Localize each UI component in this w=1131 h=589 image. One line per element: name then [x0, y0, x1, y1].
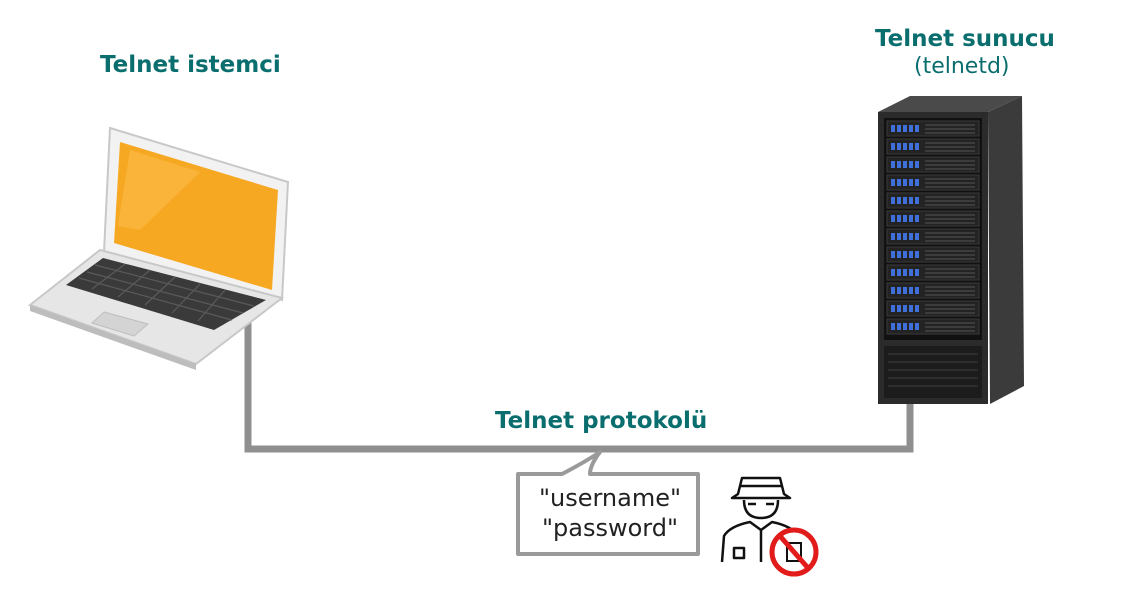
- rack-led: [915, 143, 919, 150]
- rack-led: [903, 179, 907, 186]
- rack-led: [897, 323, 901, 330]
- rack-led: [903, 323, 907, 330]
- rack-led: [897, 287, 901, 294]
- credentials-speech-bubble: [516, 450, 700, 556]
- rack-led: [891, 215, 895, 222]
- rack-led: [915, 197, 919, 204]
- server-daemon-label: (telnetd): [914, 54, 1010, 79]
- rack-led: [897, 143, 901, 150]
- rack-led: [903, 161, 907, 168]
- rack-led: [903, 305, 907, 312]
- username-text: "username": [538, 484, 682, 512]
- rack-led: [915, 323, 919, 330]
- rack-led: [897, 125, 901, 132]
- password-text: "password": [541, 514, 679, 542]
- rack-led: [915, 269, 919, 276]
- rack-led: [909, 215, 913, 222]
- rack-led: [915, 233, 919, 240]
- client-label: Telnet istemci: [100, 52, 281, 78]
- server-label: Telnet sunucu: [875, 26, 1055, 52]
- rack-led: [891, 269, 895, 276]
- rack-led: [891, 305, 895, 312]
- rack-led: [915, 179, 919, 186]
- credentials-text: "username" "password": [520, 483, 700, 543]
- rack-led: [891, 179, 895, 186]
- rack-led: [891, 143, 895, 150]
- rack-led: [891, 125, 895, 132]
- rack-led: [897, 251, 901, 258]
- rack-led: [891, 287, 895, 294]
- rack-led: [909, 323, 913, 330]
- rack-led: [903, 233, 907, 240]
- rack-led: [909, 125, 913, 132]
- rack-led: [897, 161, 901, 168]
- rack-led: [909, 251, 913, 258]
- laptop-icon: [27, 126, 290, 370]
- server-rack-icon: [878, 96, 1024, 404]
- rack-led: [903, 251, 907, 258]
- rack-led: [915, 305, 919, 312]
- rack-led: [909, 287, 913, 294]
- rack-led: [903, 143, 907, 150]
- rack-led: [897, 179, 901, 186]
- forbidden-icon: [769, 527, 819, 577]
- rack-led: [903, 125, 907, 132]
- rack-led: [897, 215, 901, 222]
- rack-led: [903, 287, 907, 294]
- rack-led: [915, 287, 919, 294]
- rack-led: [891, 197, 895, 204]
- rack-led: [891, 323, 895, 330]
- rack-led: [903, 197, 907, 204]
- rack-led: [891, 233, 895, 240]
- rack-led: [909, 179, 913, 186]
- rack-led: [915, 215, 919, 222]
- rack-led: [909, 197, 913, 204]
- rack-led: [909, 233, 913, 240]
- rack-led: [909, 143, 913, 150]
- rack-led: [891, 161, 895, 168]
- rack-led: [909, 305, 913, 312]
- rack-led: [903, 215, 907, 222]
- rack-led: [897, 197, 901, 204]
- rack-led: [897, 233, 901, 240]
- spy-icon: [720, 476, 802, 563]
- protocol-label: Telnet protokolü: [495, 408, 708, 434]
- rack-led: [915, 161, 919, 168]
- rack-led: [909, 161, 913, 168]
- rack-led: [903, 269, 907, 276]
- rack-led: [909, 269, 913, 276]
- rack-led: [915, 251, 919, 258]
- rack-led: [891, 251, 895, 258]
- network-cable: [244, 315, 914, 453]
- rack-led: [897, 269, 901, 276]
- rack-led: [915, 125, 919, 132]
- rack-led: [897, 305, 901, 312]
